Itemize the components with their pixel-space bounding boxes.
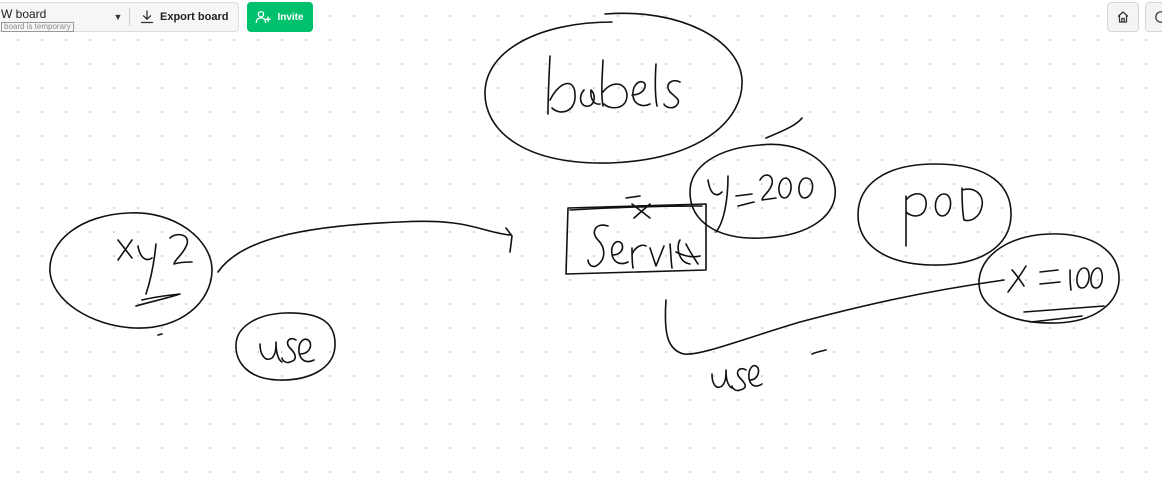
use-left-text-stroke[interactable]: [259, 337, 315, 364]
use-bottom-text-stroke[interactable]: [711, 364, 763, 392]
caret-down-icon: ▼: [113, 12, 123, 22]
board-temporary-label: board is temporary: [1, 22, 74, 32]
home-button[interactable]: [1107, 2, 1139, 32]
y200-ellipse[interactable]: [689, 143, 836, 239]
board-menu: W board board is temporary ▼ Export boar…: [0, 2, 240, 32]
export-board-button[interactable]: Export board: [136, 10, 238, 24]
use-left-ellipse[interactable]: [235, 312, 336, 381]
y200-tail[interactable]: [765, 117, 803, 139]
labels-text-stroke[interactable]: [547, 55, 681, 115]
home-icon: [1117, 11, 1129, 23]
dash-mark[interactable]: [811, 349, 827, 355]
board-dropdown-button[interactable]: ▼: [111, 12, 125, 22]
x100-ellipse[interactable]: [978, 233, 1120, 324]
pod-ellipse[interactable]: [857, 163, 1012, 266]
xyz-underline[interactable]: [135, 293, 181, 307]
board-toolbar: W board board is temporary ▼ Export boar…: [0, 2, 313, 34]
help-button[interactable]: [1145, 2, 1162, 32]
board-title-area[interactable]: W board board is temporary: [0, 3, 111, 32]
download-icon: [140, 10, 154, 24]
x100-underline[interactable]: [1023, 305, 1105, 323]
xyz-tick[interactable]: [157, 333, 163, 336]
service-text-stroke[interactable]: [587, 224, 701, 269]
help-circle-icon: [1155, 11, 1162, 23]
labels-ellipse[interactable]: [484, 12, 743, 164]
service-to-x100-connector[interactable]: [664, 279, 1005, 355]
toolbar-divider: [129, 8, 130, 26]
y200-text-stroke[interactable]: [707, 174, 814, 233]
pod-text-stroke[interactable]: [905, 187, 984, 247]
board-name[interactable]: W board: [1, 7, 47, 21]
connector-arrow[interactable]: [217, 220, 513, 273]
invite-button[interactable]: Invite: [247, 2, 313, 32]
invite-label: Invite: [277, 11, 304, 23]
service-inner-line[interactable]: [569, 205, 703, 211]
xyz-ellipse[interactable]: [49, 212, 213, 329]
service-box[interactable]: [565, 203, 707, 275]
export-board-label: Export board: [160, 11, 229, 23]
x100-text-stroke[interactable]: [1007, 265, 1104, 293]
add-user-icon: [256, 10, 272, 24]
x-label-stroke[interactable]: [625, 195, 651, 219]
xyz-text-stroke[interactable]: [117, 233, 193, 295]
